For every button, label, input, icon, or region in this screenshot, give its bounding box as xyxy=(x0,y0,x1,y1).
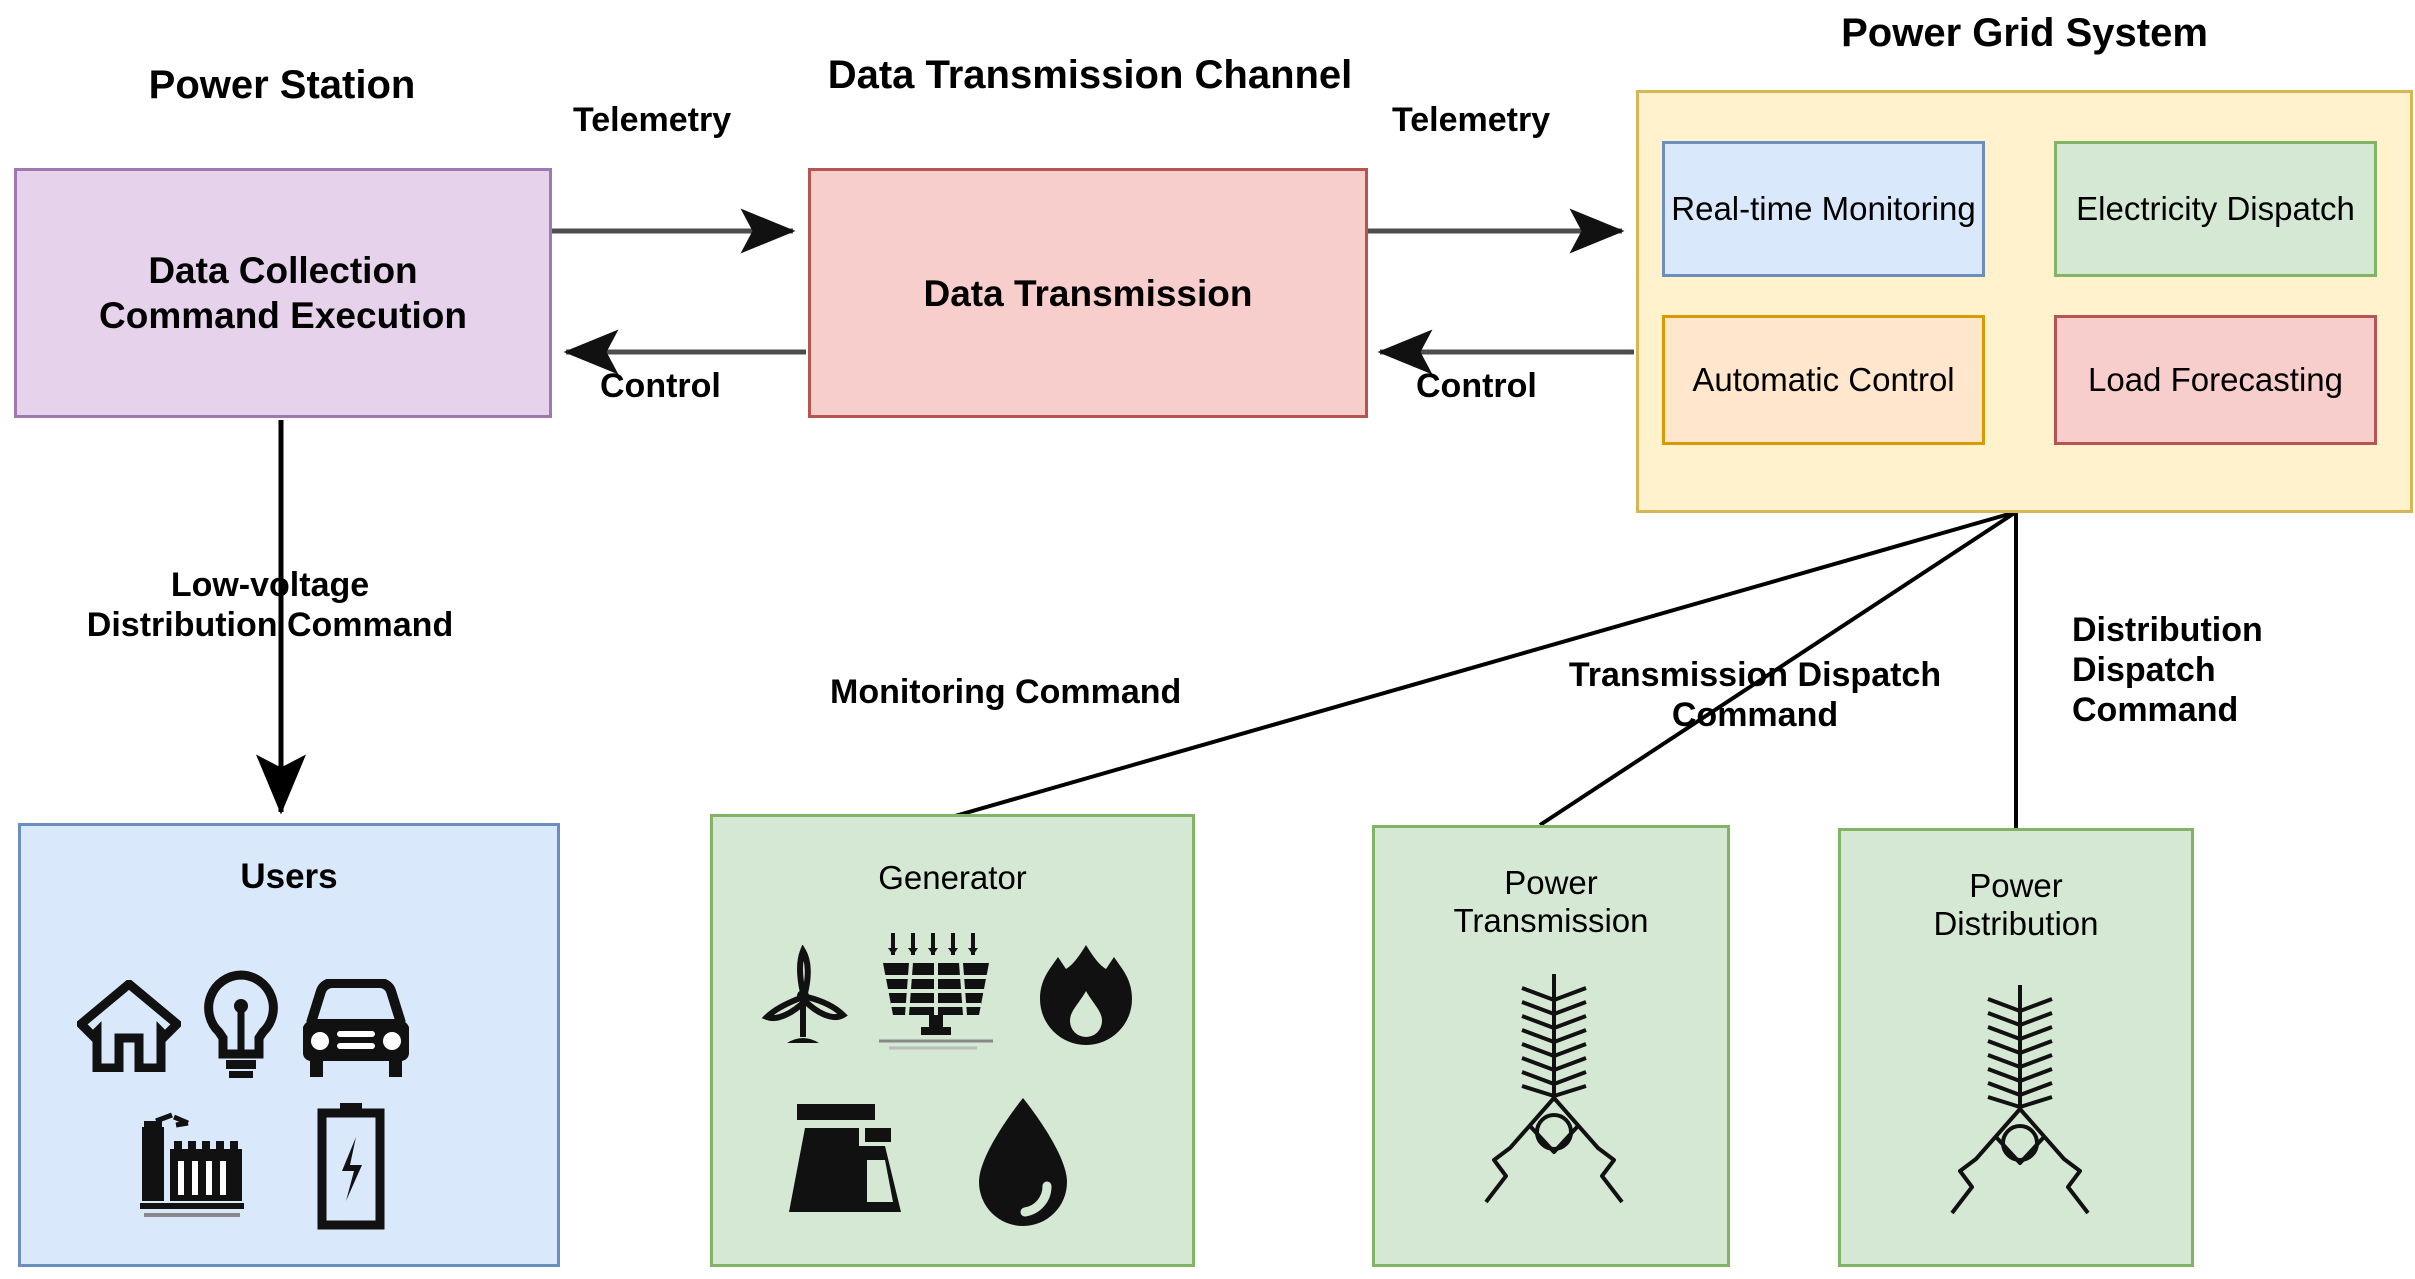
label-transmission-dispatch-command: Transmission Dispatch Command xyxy=(1495,655,2015,735)
power-distribution-title: Power Distribution xyxy=(1841,867,2191,943)
house-icon xyxy=(69,976,189,1076)
factory-icon xyxy=(121,1101,256,1231)
grid-module-label: Electricity Dispatch xyxy=(2076,190,2355,227)
label-monitoring-command: Monitoring Command xyxy=(830,673,1182,711)
water-drop-icon xyxy=(958,1087,1088,1232)
label-low-voltage-line1: Low-voltage xyxy=(170,566,370,604)
label-control-left: Control xyxy=(600,367,721,405)
label-telemetry-left: Telemetry xyxy=(573,101,732,139)
power-distribution-line2: Distribution xyxy=(1933,905,2099,942)
node-generator[interactable]: Generator xyxy=(710,814,1195,1267)
label-distribution-dispatch-line1: Distribution xyxy=(2072,611,2263,649)
power-station-line1: Data Collection xyxy=(148,250,418,291)
power-transmission-title: Power Transmission xyxy=(1375,864,1727,940)
car-icon xyxy=(291,976,421,1081)
edge-transmission-dispatch xyxy=(1538,510,2018,827)
power-station-line2: Command Execution xyxy=(99,295,467,336)
power-distribution-line1: Power xyxy=(1969,867,2063,904)
title-power-grid-system: Power Grid System xyxy=(1841,11,2208,55)
grid-module-load-forecasting[interactable]: Load Forecasting xyxy=(2054,315,2377,445)
edge-monitoring-command xyxy=(954,510,2017,818)
label-control-right: Control xyxy=(1416,367,1537,405)
node-power-transmission[interactable]: Power Transmission xyxy=(1372,825,1730,1267)
node-users[interactable]: Users xyxy=(18,823,560,1267)
transmission-tower-icon xyxy=(1449,968,1659,1218)
lightbulb-icon xyxy=(181,968,301,1083)
grid-module-electricity-dispatch[interactable]: Electricity Dispatch xyxy=(2054,141,2377,277)
solar-panel-icon xyxy=(863,927,1008,1057)
grid-module-automatic-control[interactable]: Automatic Control xyxy=(1662,315,1985,445)
wind-turbine-icon xyxy=(748,942,858,1052)
grid-module-label: Automatic Control xyxy=(1692,361,1955,398)
data-transmission-label: Data Transmission xyxy=(923,272,1253,314)
node-data-transmission[interactable]: Data Transmission xyxy=(808,168,1368,418)
battery-icon xyxy=(291,1096,411,1236)
label-distribution-dispatch-line2: Dispatch xyxy=(2072,651,2216,689)
generator-title: Generator xyxy=(878,859,1027,896)
label-transmission-dispatch-line2: Command xyxy=(1671,696,1839,734)
power-station-text: Data Collection Command Execution xyxy=(99,248,467,338)
label-telemetry-right: Telemetry xyxy=(1392,101,1551,139)
label-distribution-dispatch-line3: Command xyxy=(2072,691,2239,729)
node-power-grid-system[interactable]: Real-time Monitoring Electricity Dispatc… xyxy=(1636,90,2413,513)
title-power-station: Power Station xyxy=(148,63,416,107)
flame-icon xyxy=(1023,935,1148,1055)
grid-module-real-time-monitoring[interactable]: Real-time Monitoring xyxy=(1662,141,1985,277)
users-title: Users xyxy=(240,857,338,896)
grid-module-label: Real-time Monitoring xyxy=(1671,190,1976,227)
label-transmission-dispatch-line1: Transmission Dispatch xyxy=(1568,656,1942,694)
distribution-tower-icon xyxy=(1915,979,2125,1229)
label-low-voltage-line2: Distribution Command xyxy=(86,606,454,644)
nuclear-plant-icon xyxy=(773,1092,923,1232)
label-low-voltage-distribution-command: Low-voltage Distribution Command xyxy=(10,565,530,645)
power-transmission-line1: Power xyxy=(1504,864,1598,901)
node-power-distribution[interactable]: Power Distribution xyxy=(1838,828,2194,1267)
title-data-transmission-channel: Data Transmission Channel xyxy=(827,53,1353,97)
power-transmission-line2: Transmission xyxy=(1453,902,1649,939)
grid-module-label: Load Forecasting xyxy=(2088,361,2343,398)
label-distribution-dispatch-command: Distribution Dispatch Command xyxy=(2072,610,2412,730)
node-power-station[interactable]: Data Collection Command Execution xyxy=(14,168,552,418)
